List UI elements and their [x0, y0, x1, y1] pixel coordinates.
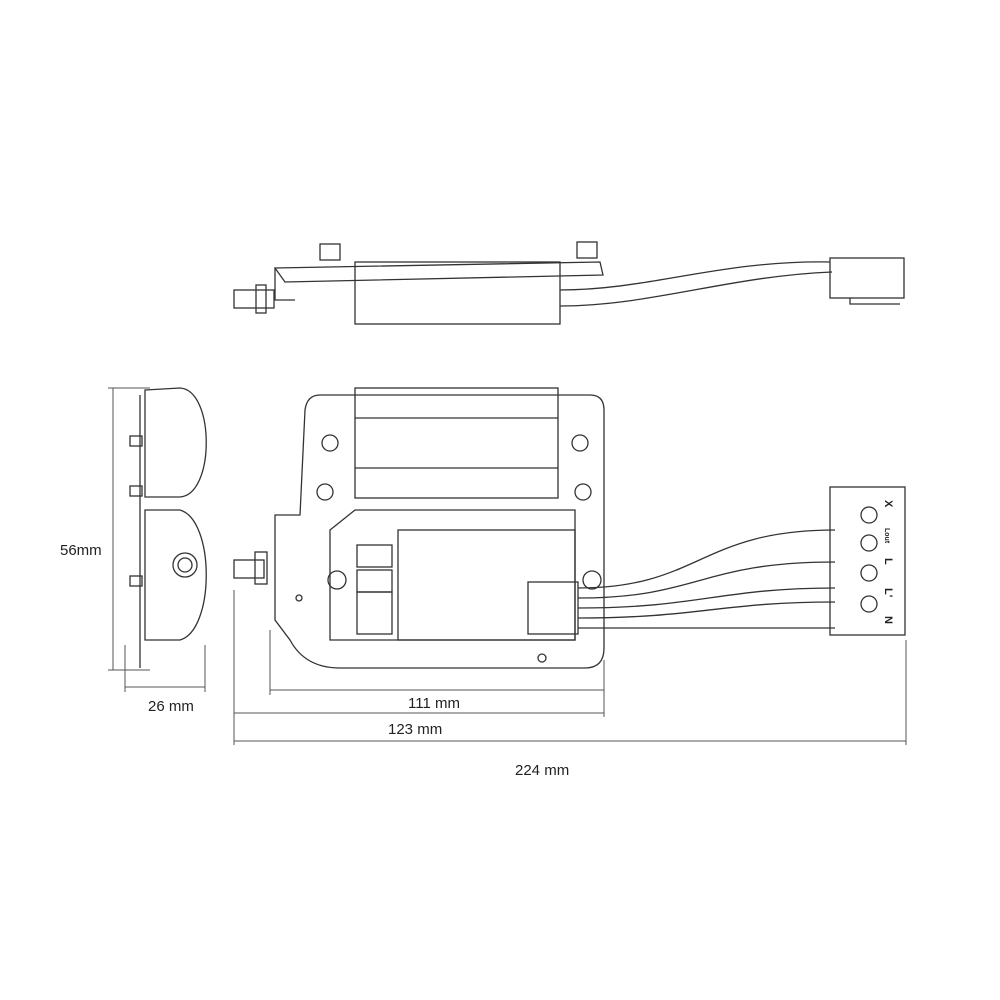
body-width-dimension: 111 mm: [408, 695, 460, 712]
terminal-label-lout: Lout: [883, 528, 890, 544]
connector-width-dimension: 123 mm: [388, 721, 442, 738]
total-width-dimension: 224 mm: [515, 762, 569, 779]
dimension-lines: [108, 387, 907, 745]
height-dimension: 56mm: [60, 542, 102, 559]
depth-dimension: 26 mm: [148, 698, 194, 715]
terminal-label-l-prime: L': [882, 588, 894, 598]
top-view: [233, 241, 905, 325]
front-view: X Lout L L' N: [233, 387, 906, 669]
side-view: [129, 387, 207, 668]
terminal-label-x: X: [882, 500, 894, 508]
terminal-label-l: L: [882, 558, 894, 565]
terminal-label-n: N: [882, 616, 894, 624]
